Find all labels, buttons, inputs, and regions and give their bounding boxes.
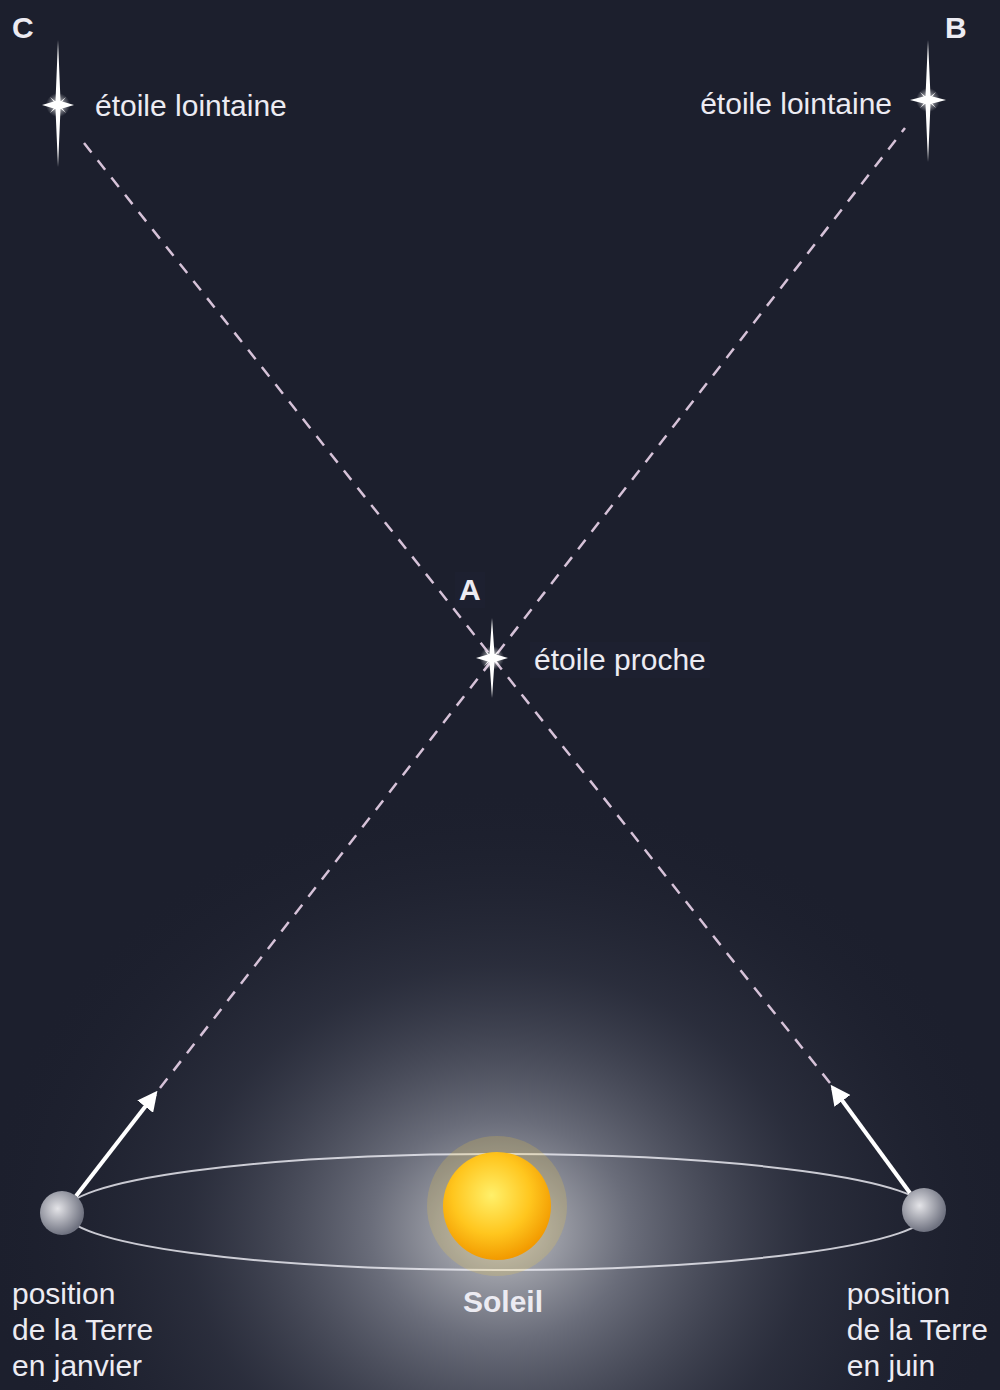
star-label: étoile lointaine [700,86,892,122]
point-letter: C [12,10,34,46]
earth [40,1191,84,1235]
earth-position-label: position de la Terre en janvier [12,1276,153,1384]
point-letter: B [945,10,967,46]
sight-lines [80,128,905,1088]
star-label: étoile proche [530,642,710,678]
star-label: étoile lointaine [95,88,287,124]
sun-label: Soleil [463,1284,543,1320]
earth [902,1188,946,1232]
earth-position-label: position de la Terre en juin [847,1276,988,1384]
point-letter: A [455,572,485,608]
sun [443,1152,551,1260]
view-arrows [76,1088,910,1196]
stars [42,40,946,698]
